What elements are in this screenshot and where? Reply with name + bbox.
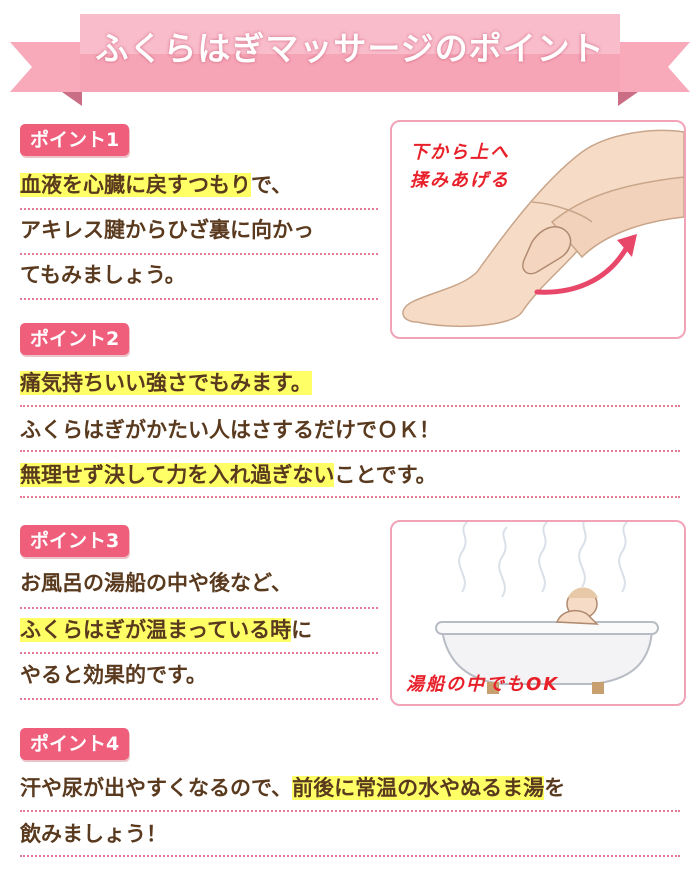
divider — [20, 208, 378, 210]
point-4-line-1: 汗や尿が出やすくなるので、前後に常温の水やぬるま湯を — [20, 776, 566, 800]
leg-note-line-1: 下から上へ — [410, 142, 510, 163]
point-3-badge: ポイント3 — [20, 525, 130, 557]
divider — [20, 298, 378, 300]
bathtub-illustration: 湯船の中でもOK — [390, 520, 686, 706]
divider — [20, 698, 378, 700]
leg-massage-illustration: 下から上へ 揉みあげる — [390, 120, 686, 339]
point-3-line-1: お風呂の湯船の中や後など、 — [20, 571, 292, 595]
leg-note-line-2: 揉みあげる — [410, 170, 510, 191]
point-2-badge: ポイント2 — [20, 323, 130, 355]
point-2-line-3: 無理せず決して力を入れ過ぎないことです。 — [20, 463, 437, 487]
point-4-line-2: 飲みましょう！ — [20, 822, 167, 846]
title-ribbon — [10, 14, 690, 106]
point-4-badge: ポイント4 — [20, 728, 130, 760]
point-3-line-2: ふくらはぎが温まっている時に — [20, 618, 313, 642]
point-1-badge: ポイント1 — [20, 124, 130, 156]
point-1-line-1: 血液を心臓に戻すつもりで、 — [20, 173, 293, 197]
divider — [20, 496, 680, 498]
divider — [20, 405, 680, 407]
divider — [20, 810, 680, 812]
divider — [20, 450, 680, 452]
point-2-line-2: ふくらはぎがかたい人はさするだけでＯＫ！ — [20, 418, 440, 442]
point-1-line-2: アキレス腱からひざ裏に向かっ — [20, 218, 314, 242]
point-3-line-3: やると効果的です。 — [20, 663, 207, 687]
divider — [20, 607, 378, 609]
page-title: ふくらはぎマッサージのポイント — [95, 29, 605, 68]
point-1-line-3: てもみましょう。 — [20, 263, 186, 287]
divider — [20, 652, 378, 654]
bath-note: 湯船の中でもOK — [406, 674, 560, 695]
divider — [20, 253, 378, 255]
point-2-line-1: 痛気持ちいい強さでもみます。 — [20, 371, 312, 395]
divider — [20, 855, 680, 857]
